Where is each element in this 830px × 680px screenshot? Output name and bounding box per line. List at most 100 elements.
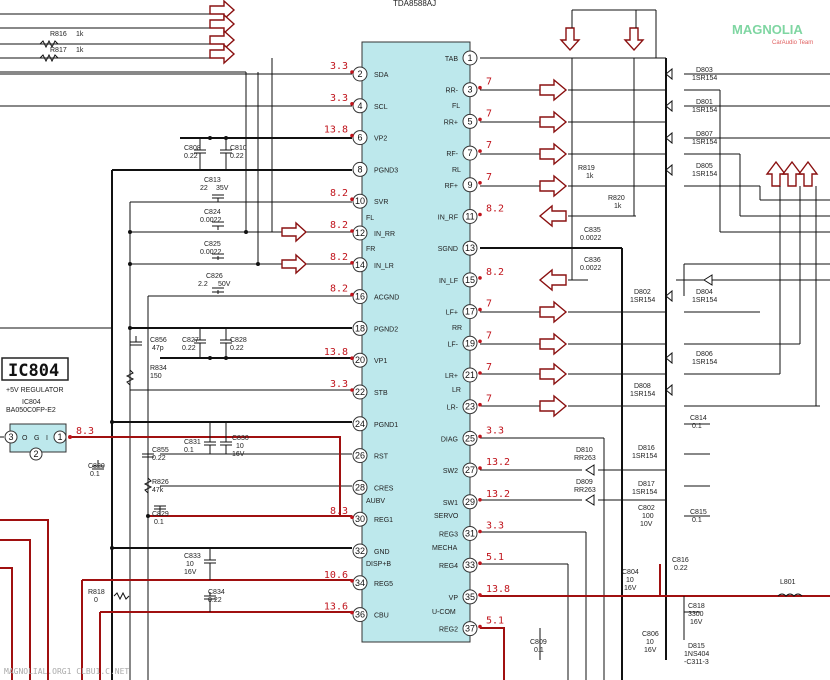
pin-number: 24 (355, 419, 365, 429)
pin-name: PGND2 (374, 326, 398, 333)
pin-voltage: 8.2 (330, 188, 348, 199)
pin-number: 15 (465, 275, 475, 285)
pin-number: 19 (465, 338, 475, 348)
pin-name: RST (374, 454, 389, 461)
capacitors-left (92, 138, 232, 612)
regulator-ref: IC804 (22, 399, 41, 406)
pin-voltage: 8.2 (330, 252, 348, 263)
c814-ref: C814 (690, 415, 707, 422)
pin-name: LF+ (446, 310, 458, 317)
pin-name: CBU (374, 613, 389, 620)
pin-name: REG1 (374, 517, 393, 524)
pin-circle (352, 384, 368, 400)
label-servo: SERVO (434, 513, 459, 520)
c831-ref: C831 (184, 439, 201, 446)
ic-pin-18: 18 PGND2 (352, 320, 398, 336)
pin-voltage: 7 (486, 330, 492, 341)
d809-value: RR263 (574, 487, 596, 494)
voltage-dot (350, 102, 354, 106)
arrow-icon (539, 394, 568, 418)
d809-ref: D809 (576, 479, 593, 486)
pin-name: REG5 (374, 581, 393, 588)
pin-circle (462, 526, 478, 541)
pin-name: CRES (374, 485, 394, 492)
pin-number: 11 (465, 212, 474, 222)
pin-number: 13 (465, 243, 475, 253)
pin-voltage: 7 (486, 140, 492, 151)
c809-ref: C809 (530, 639, 547, 646)
pin-voltage: 3.3 (330, 379, 348, 390)
d801-value: 1SR154 (692, 107, 717, 114)
pin-voltage: 5.1 (486, 552, 504, 563)
c815-value: 0.1 (692, 517, 702, 524)
voltage-dot (350, 610, 354, 615)
c818-value: 3300 (688, 611, 704, 618)
arrow-icon (209, 13, 236, 35)
c835-value: 0.0022 (580, 235, 602, 242)
label-fl-right: FL (452, 103, 460, 110)
voltage-dot (478, 181, 482, 185)
r816-value: 1k (76, 31, 84, 38)
c824-ref: C824 (204, 209, 221, 216)
c834-value: 0.22 (208, 597, 222, 604)
pin-voltage: 5.1 (486, 616, 504, 627)
d807-value: 1SR154 (692, 139, 717, 146)
c824-value: 0.0022 (200, 217, 222, 224)
regulator-ic804: IC804 +5V REGULATOR IC804 BA050C0FP-E2 3… (1, 357, 94, 461)
pin-name: SCL (374, 104, 388, 111)
c827-ref: C827 (182, 337, 199, 344)
pin-circle (462, 304, 478, 320)
c833-voltage: 16V (184, 569, 197, 576)
pin-circle (462, 494, 478, 510)
pin-name: IN_LR (374, 263, 394, 270)
pin-voltage: 13.2 (486, 457, 510, 468)
pin-circle (462, 430, 478, 446)
pin-voltage: 7 (486, 362, 492, 373)
label-fl-left: FL (366, 215, 374, 222)
c825-ref: C825 (204, 241, 221, 248)
c810-ref: C810 (230, 145, 247, 152)
pin-circle (462, 240, 478, 256)
d804-value: 1SR154 (692, 297, 717, 304)
pin-number: 7 (467, 148, 472, 158)
pin-circle (462, 209, 478, 224)
pin-name: RF- (446, 151, 458, 158)
top-arrows (209, 0, 645, 65)
arrow-icon (623, 27, 645, 52)
pin-voltage: 7 (486, 172, 492, 183)
d808-value: 1SR154 (630, 391, 655, 398)
c808-value: 0.22 (184, 153, 198, 160)
pin-circle (462, 145, 478, 161)
pin-name: SW1 (443, 500, 458, 507)
c855-value: 0.22 (152, 455, 166, 462)
pin-number: 23 (465, 402, 475, 412)
pin-voltage: 3.3 (486, 425, 504, 436)
d815-sub: -C311-3 (684, 659, 709, 666)
pin-name: REG4 (439, 563, 458, 570)
pin-voltage: 13.8 (324, 347, 348, 358)
voltage-dot (478, 339, 482, 344)
c833-value: 10 (186, 561, 194, 568)
pin-number: 2 (357, 69, 362, 79)
voltage-dot (350, 197, 354, 201)
d803-value: 1SR154 (692, 75, 717, 82)
pin-number: 18 (355, 323, 365, 333)
r819-value: 1k (586, 173, 594, 180)
pin-number: 35 (465, 592, 475, 602)
pin-circle (462, 113, 478, 129)
pin-circle (462, 82, 478, 98)
pin-voltage: 13.2 (486, 489, 510, 500)
d816-value: 1SR154 (632, 453, 657, 460)
voltage-dot (478, 276, 482, 280)
pin-name: LR+ (445, 373, 458, 380)
c816-value: 0.22 (674, 565, 688, 572)
voltage-dot (478, 307, 482, 312)
